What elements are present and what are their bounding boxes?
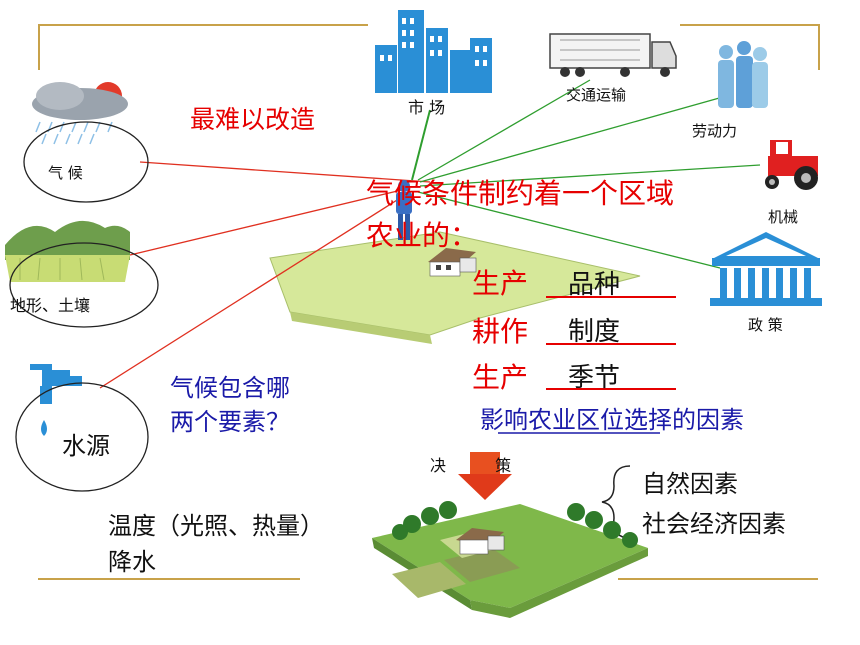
decision-arrow-icon <box>458 452 512 500</box>
policy-building-icon <box>710 232 822 306</box>
line-policy <box>417 191 721 269</box>
truck-icon <box>549 33 677 77</box>
climate-elements-line2: 降水 <box>108 548 156 576</box>
farmer-icon <box>396 180 412 240</box>
climate-circle <box>23 121 149 203</box>
label-water: 水源 <box>62 432 110 460</box>
question-line1: 气候包含哪 <box>170 374 290 402</box>
blank-prefix-1: 生产 <box>472 267 529 300</box>
line-labor <box>419 94 731 183</box>
labor-people-icon <box>718 41 768 108</box>
line-market <box>411 109 431 181</box>
label-transport: 交通运输 <box>566 86 627 104</box>
terrain-circle <box>9 242 159 328</box>
climate-constraint-line2: 农业的： <box>366 219 479 252</box>
line-machinery <box>419 164 761 187</box>
label-labor: 劳动力 <box>692 122 738 140</box>
natural-factors-text: 自然因素 <box>642 470 738 498</box>
location-factors-text: 影响农业区位选择的因素 <box>480 406 744 434</box>
question-line2: 两个要素？ <box>170 408 290 436</box>
tractor-icon <box>765 140 818 190</box>
rain-cloud-icon <box>32 82 128 145</box>
hardest-to-change-text: 最难以改造 <box>190 105 316 134</box>
frame-bottom-right-line <box>618 578 818 580</box>
blank-answer-2: 制度 <box>568 317 621 347</box>
label-terrain-soil: 地形、土壤 <box>10 296 91 315</box>
blank-answer-1: 品种 <box>568 270 621 300</box>
line-transport <box>417 79 591 181</box>
line-water <box>99 194 406 389</box>
climate-constraint-line1: 气候条件制约着一个区域 <box>366 177 675 210</box>
frame-top-left-line <box>38 24 368 26</box>
label-decision: 决 策 <box>430 456 534 475</box>
frame-top-right-line <box>680 24 820 26</box>
farmland-bottom-icon <box>372 501 648 618</box>
frame-top-right-vertical <box>818 24 820 70</box>
label-policy: 政 策 <box>748 316 783 334</box>
label-market: 市 场 <box>408 98 446 117</box>
line-climate <box>139 161 431 183</box>
terrain-landscape-icon <box>5 220 130 282</box>
blank-prefix-3: 生产 <box>472 361 529 394</box>
socioeconomic-factors-text: 社会经济因素 <box>642 510 786 538</box>
market-buildings-icon <box>375 10 492 93</box>
water-circle <box>15 382 149 492</box>
blank-prefix-2: 耕作 <box>472 315 529 348</box>
blank-answer-3: 季节 <box>568 363 621 393</box>
frame-bottom-left-line <box>38 578 300 580</box>
label-machinery: 机械 <box>768 208 799 226</box>
climate-elements-line1: 温度（光照、热量） <box>108 512 324 540</box>
farmhouse-icon <box>428 248 477 277</box>
frame-top-left-vertical <box>38 24 40 70</box>
label-climate: 气 候 <box>48 164 83 182</box>
line-terrain <box>129 187 411 256</box>
